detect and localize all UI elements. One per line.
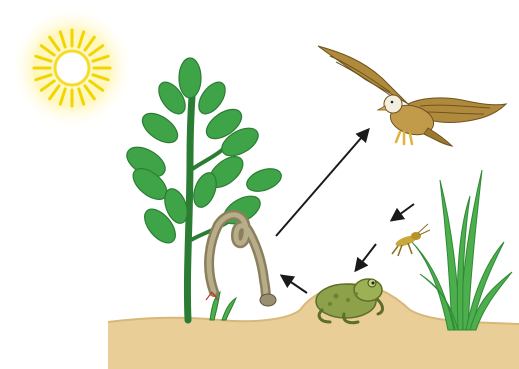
snake-icon xyxy=(206,215,276,306)
sun-icon xyxy=(10,6,134,130)
arrow-snake-to-eagle xyxy=(276,130,368,236)
arrow-grasshopper-to-frog xyxy=(356,244,376,270)
energy-flow-arrows xyxy=(276,130,414,293)
arrow-grass-to-grasshopper xyxy=(392,204,414,220)
grass-icon xyxy=(410,170,512,330)
grasshopper-icon xyxy=(392,224,430,256)
arrow-frog-to-snake xyxy=(282,276,307,293)
eagle-icon xyxy=(318,46,506,146)
